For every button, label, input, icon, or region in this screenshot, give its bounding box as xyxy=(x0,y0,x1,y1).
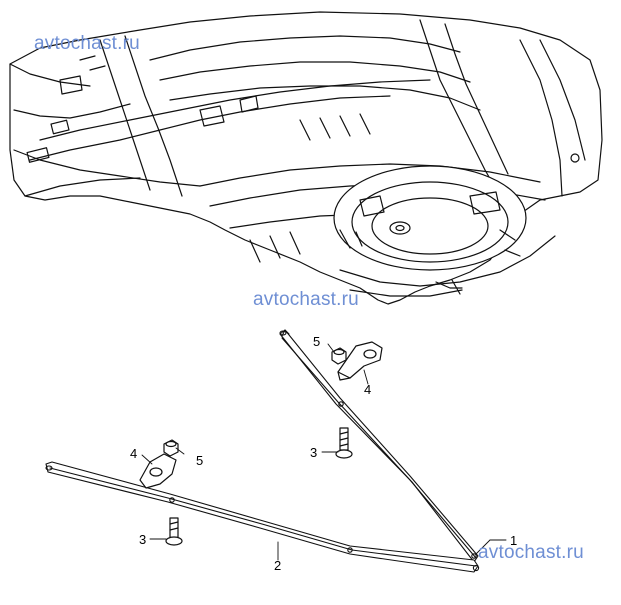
watermark-center: avtochast.ru xyxy=(253,289,359,310)
callout-5-right: 5 xyxy=(313,334,320,349)
callout-1: 1 xyxy=(510,533,517,548)
brace-part-1 xyxy=(279,329,479,563)
callout-5-left: 5 xyxy=(196,453,203,468)
bracket-part-4-left xyxy=(139,453,177,489)
nut-part-5-right xyxy=(331,347,347,365)
watermark-bottom-right: avtochast.ru xyxy=(478,542,584,563)
nut-part-5-left xyxy=(163,439,179,457)
callout-3-right: 3 xyxy=(310,445,317,460)
callout-4-right: 4 xyxy=(364,382,371,397)
bolt-part-3-left xyxy=(165,517,183,546)
bolt-part-3-right xyxy=(335,427,353,459)
brace-part-2 xyxy=(45,461,480,573)
watermark-top-left: avtochast.ru xyxy=(34,33,140,54)
vehicle-underbody xyxy=(9,11,603,305)
callout-2: 2 xyxy=(274,558,281,573)
callout-3-left: 3 xyxy=(139,532,146,547)
callout-4-left: 4 xyxy=(130,446,137,461)
leader-lines xyxy=(141,343,507,561)
bracket-part-4-right xyxy=(337,341,383,381)
